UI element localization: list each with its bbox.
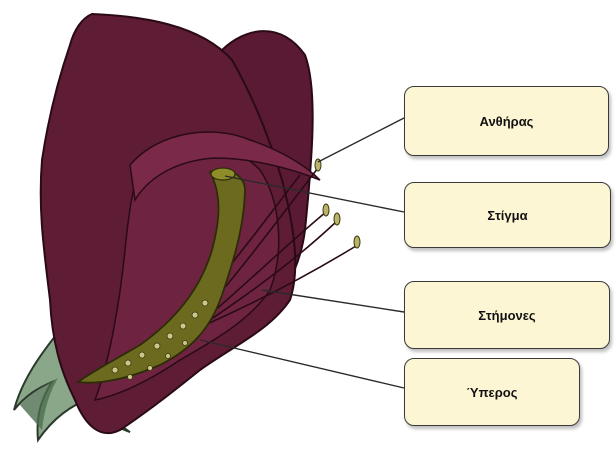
- label-stigma: Στίγμα: [404, 182, 611, 248]
- label-stigma-text: Στίγμα: [487, 208, 527, 223]
- label-anther: Ανθήρας: [404, 86, 609, 156]
- label-stamens-text: Στήμονες: [478, 308, 535, 323]
- label-anther-text: Ανθήρας: [480, 114, 534, 129]
- label-pistil: Ύπερος: [404, 358, 580, 426]
- label-pistil-text: Ύπερος: [467, 385, 518, 400]
- label-stamens: Στήμονες: [404, 281, 610, 349]
